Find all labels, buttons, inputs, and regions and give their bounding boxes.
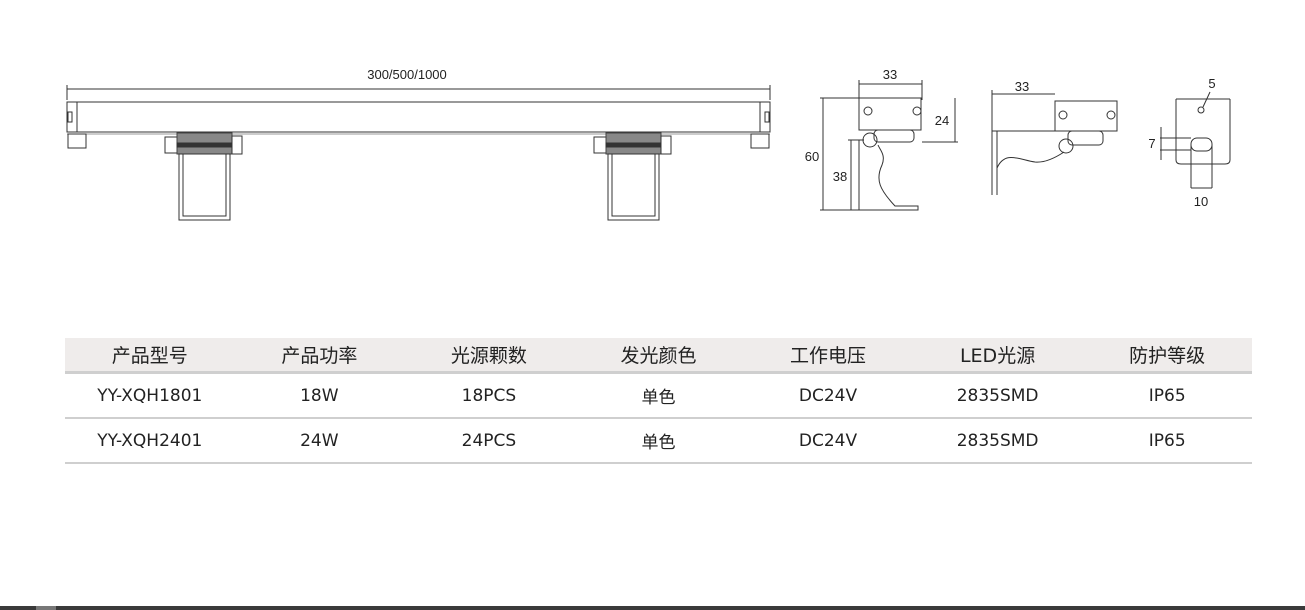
cell-model: YY-XQH2401 — [65, 418, 235, 464]
header-voltage: 工作电压 — [743, 338, 913, 374]
table-row: YY-XQH1801 18W 18PCS 单色 DC24V 2835SMD IP… — [65, 372, 1252, 419]
header-led-count: 光源颗数 — [404, 338, 574, 374]
cell-model: YY-XQH1801 — [65, 372, 235, 419]
angled-view: 33 — [991, 79, 1118, 195]
cell-voltage: DC24V — [743, 372, 913, 419]
side-view: 33 60 24 38 — [805, 67, 958, 211]
bracket-hole-label: 5 — [1208, 76, 1215, 91]
bracket-view: 5 7 10 — [1148, 76, 1231, 209]
cell-voltage: DC24V — [743, 418, 913, 464]
front-view: 300/500/1000 — [66, 67, 771, 221]
bracket-slot-width-label: 10 — [1194, 194, 1208, 209]
cell-power: 24W — [234, 418, 405, 464]
bottom-bar-segment — [36, 606, 56, 610]
mount-bracket-right — [593, 132, 672, 221]
header-led-source: LED光源 — [912, 338, 1083, 374]
cell-power: 18W — [234, 372, 405, 419]
mount-bracket-left — [164, 132, 243, 221]
table-header-row: 产品型号 产品功率 光源颗数 发光颜色 工作电压 LED光源 防护等级 — [65, 338, 1252, 374]
cell-color: 单色 — [573, 418, 744, 464]
cell-ip-rating: IP65 — [1082, 418, 1252, 464]
header-color: 发光颜色 — [573, 338, 744, 374]
header-model: 产品型号 — [65, 338, 235, 374]
technical-drawing: 300/500/1000 33 60 — [66, 67, 1231, 221]
cell-ip-rating: IP65 — [1082, 372, 1252, 419]
cell-led-count: 24PCS — [404, 418, 574, 464]
cell-led-source: 2835SMD — [912, 372, 1083, 419]
light-bar-body — [66, 101, 771, 133]
header-ip-rating: 防护等级 — [1082, 338, 1252, 374]
cell-led-source: 2835SMD — [912, 418, 1083, 464]
side-bracket-height-label: 38 — [833, 169, 847, 184]
cell-color: 单色 — [573, 372, 744, 419]
spec-table: 产品型号 产品功率 光源颗数 发光颜色 工作电压 LED光源 防护等级 YY-X… — [65, 338, 1252, 464]
bottom-bar — [0, 606, 1305, 610]
cell-led-count: 18PCS — [404, 372, 574, 419]
angle-width-label: 33 — [1015, 79, 1029, 94]
side-total-height-label: 60 — [805, 149, 819, 164]
length-label: 300/500/1000 — [367, 67, 447, 82]
table-row: YY-XQH2401 24W 24PCS 单色 DC24V 2835SMD IP… — [65, 418, 1252, 464]
side-width-label: 33 — [883, 67, 897, 82]
bracket-slot-height-label: 7 — [1148, 136, 1155, 151]
side-head-height-label: 24 — [935, 113, 949, 128]
header-power: 产品功率 — [234, 338, 405, 374]
